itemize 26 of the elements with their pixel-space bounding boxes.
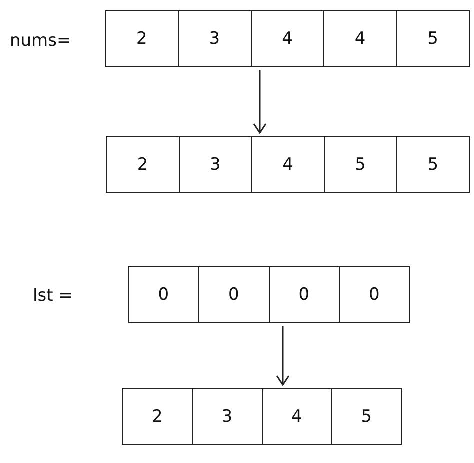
- array-cell: 3: [178, 137, 252, 192]
- array-cell: 4: [251, 137, 324, 192]
- array-cell: 2: [123, 389, 192, 444]
- array-cell: 2: [106, 11, 178, 66]
- array-box: [122, 388, 402, 445]
- array-name: lst =: [33, 286, 73, 306]
- arrow: [253, 70, 267, 134]
- array-cell: 4: [250, 11, 324, 66]
- array-cell: 0: [198, 267, 268, 322]
- array-cell: 3: [192, 389, 262, 444]
- array-box: [106, 136, 470, 193]
- array-cell: 2: [107, 137, 179, 192]
- array-cell: 4: [323, 11, 396, 66]
- array-box: [128, 266, 410, 323]
- array-cell: 5: [331, 389, 401, 444]
- array-cell: 4: [262, 389, 332, 444]
- array-name: nums=: [10, 31, 72, 51]
- array-cell: 0: [338, 267, 409, 322]
- array-cell: 0: [268, 267, 339, 322]
- array-cell: 5: [396, 137, 469, 192]
- array-box: [105, 10, 470, 67]
- array-cell: 5: [396, 11, 469, 66]
- arrow: [276, 326, 290, 386]
- array-cell: 0: [129, 267, 198, 322]
- array-cell: 5: [324, 137, 396, 192]
- array-cell: 3: [178, 11, 251, 66]
